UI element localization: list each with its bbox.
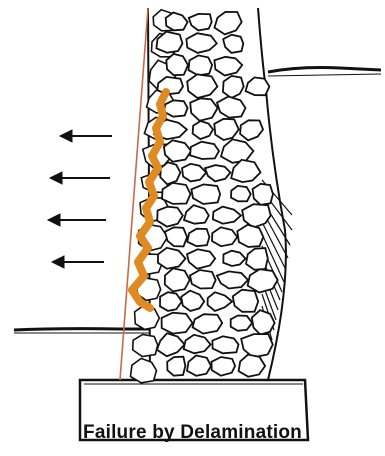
rubble-stone <box>190 98 217 121</box>
rubble-stone <box>233 290 259 312</box>
rubble-stone <box>181 291 204 311</box>
rubble-stone <box>253 184 273 205</box>
rubble-stone <box>166 13 188 31</box>
rubble-stone <box>223 251 245 266</box>
rubble-stone <box>215 12 242 35</box>
rubble-stone <box>186 33 216 53</box>
rubble-stone <box>187 249 215 268</box>
left-arrow-icon <box>48 214 106 226</box>
ground-line-left <box>14 329 150 330</box>
left-arrow-icon <box>60 130 112 142</box>
rubble-stone <box>213 207 241 224</box>
rubble-stone <box>164 100 187 116</box>
rubble-stone <box>223 35 243 53</box>
rubble-stone <box>191 184 220 204</box>
left-arrow-icon <box>50 172 110 184</box>
rubble-stone <box>189 55 213 75</box>
rubble-stone <box>231 186 251 201</box>
rubble-stone <box>205 165 230 181</box>
rubble-stone <box>221 139 253 163</box>
rubble-stone <box>246 248 268 270</box>
rubble-stone <box>239 355 266 377</box>
outer-stone <box>133 335 158 357</box>
rubble-stone <box>182 164 206 182</box>
outward-force-arrows <box>48 130 112 268</box>
rubble-stone <box>165 268 190 291</box>
rubble-stone <box>160 292 182 311</box>
rubble-stone <box>184 205 209 224</box>
rubble-stone <box>208 292 233 311</box>
rubble-stone <box>184 335 211 354</box>
rubble-stone <box>157 333 185 356</box>
rubble-stone <box>193 121 213 139</box>
rubble-stone <box>252 310 275 334</box>
rubble-stone <box>212 227 237 246</box>
rubble-stone <box>217 271 248 288</box>
rubble-stone <box>187 229 209 247</box>
left-arrow-icon <box>52 256 104 268</box>
rubble-core-stones <box>154 12 278 377</box>
rubble-stone <box>165 227 187 246</box>
rubble-stone <box>242 204 271 228</box>
rubble-stone <box>193 314 223 333</box>
rubble-stone <box>190 142 219 159</box>
rubble-stone <box>190 270 216 289</box>
rubble-stone <box>231 316 253 331</box>
rubble-stone <box>189 14 212 31</box>
rubble-stone <box>237 225 263 247</box>
rubble-stone <box>166 54 188 75</box>
rubble-stone <box>217 97 246 118</box>
diagram-caption: Failure by Delamination <box>0 422 385 444</box>
rubble-stone <box>162 313 193 334</box>
rubble-stone <box>212 357 236 376</box>
rubble-stone <box>160 162 180 184</box>
rubble-stone <box>162 183 191 204</box>
rubble-stone <box>187 74 217 98</box>
ground-line-right <box>268 68 381 73</box>
rubble-stone <box>187 356 211 376</box>
outer-stone <box>131 358 157 382</box>
rubble-stone <box>167 357 185 376</box>
rubble-stone <box>241 334 273 357</box>
rubble-stone <box>248 269 278 292</box>
rubble-stone <box>223 76 244 98</box>
rubble-stone <box>214 57 242 76</box>
rubble-stone <box>240 120 263 140</box>
rubble-stone <box>214 119 239 140</box>
rubble-stone <box>158 248 186 269</box>
rubble-stone <box>157 207 183 227</box>
rubble-stone <box>164 140 191 162</box>
rubble-stone <box>212 336 238 353</box>
rubble-stone <box>246 77 270 95</box>
